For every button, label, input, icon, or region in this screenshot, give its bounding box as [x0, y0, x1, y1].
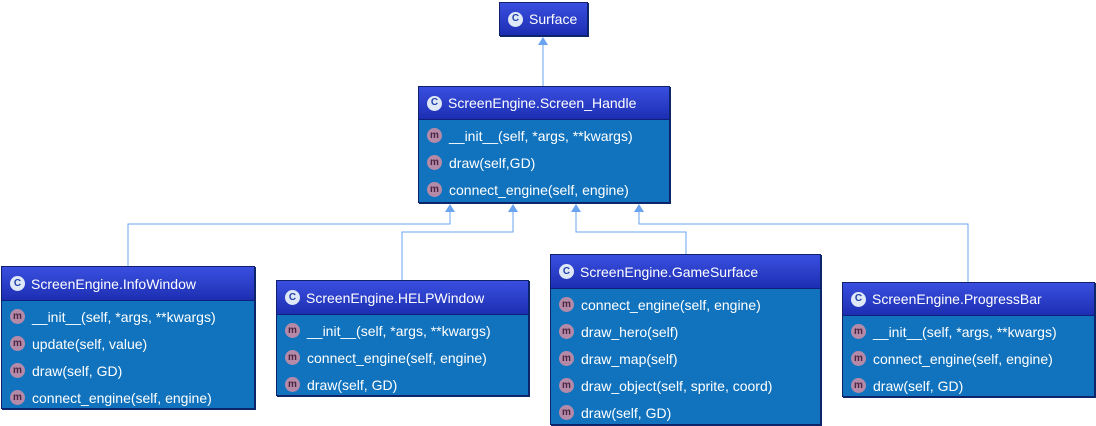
method-icon: m [285, 323, 300, 338]
class-icon: C [285, 290, 300, 305]
class-icon: C [427, 95, 442, 111]
edge-info-window-to-screen-handle [127, 212, 451, 266]
edge-help-window-to-screen-handle [401, 212, 514, 280]
class-title: ScreenEngine.ProgressBar [872, 291, 1042, 307]
method-icon: m [559, 405, 574, 420]
method-item[interactable]: m __init__(self, *args, **kwargs) [843, 318, 1094, 345]
method-item[interactable]: m draw(self, GD) [277, 371, 528, 398]
method-item[interactable]: m __init__(self, *args, **kwargs) [277, 317, 528, 344]
method-signature: draw_hero(self) [581, 323, 679, 340]
class-surface[interactable]: C Surface [499, 2, 588, 36]
method-item[interactable]: m update(self, value) [2, 330, 254, 357]
method-signature: __init__(self, *args, **kwargs) [873, 323, 1057, 340]
method-item[interactable]: m connect_engine(self, engine) [843, 345, 1094, 372]
method-icon: m [10, 336, 25, 351]
class-progress-bar[interactable]: C ScreenEngine.ProgressBar m __init__(sel… [842, 282, 1095, 397]
method-signature: connect_engine(self, engine) [32, 389, 212, 406]
method-signature: draw_map(self) [581, 350, 678, 367]
method-signature: connect_engine(self, engine) [449, 181, 629, 198]
method-icon: m [851, 351, 866, 366]
method-icon: m [559, 378, 574, 393]
class-help-window[interactable]: C ScreenEngine.HELPWindow m __init__(self… [276, 280, 529, 396]
method-item[interactable]: m draw_object(self, sprite, coord) [551, 372, 820, 399]
class-title: ScreenEngine.InfoWindow [31, 275, 196, 292]
class-game-surface[interactable]: C ScreenEngine.GameSurface m connect_engi… [550, 254, 821, 425]
inheritance-arrowhead [508, 204, 518, 212]
method-item[interactable]: m connect_engine(self, engine) [277, 344, 528, 371]
method-item[interactable]: m connect_engine(self, engine) [419, 176, 669, 203]
method-signature: __init__(self, *args, **kwargs) [32, 308, 216, 325]
method-signature: connect_engine(self, engine) [873, 350, 1053, 367]
class-title: ScreenEngine.Screen_Handle [448, 95, 637, 111]
method-icon: m [851, 324, 866, 339]
method-list: m connect_engine(self, engine) m draw_hero… [551, 289, 820, 426]
method-item[interactable]: m draw_hero(self) [551, 318, 820, 345]
method-icon: m [10, 390, 25, 405]
inheritance-arrowhead [445, 204, 455, 212]
method-signature: draw(self, GD) [581, 404, 672, 421]
method-signature: draw(self, GD) [32, 362, 123, 379]
class-header: C Surface [500, 3, 587, 35]
class-header: C ScreenEngine.GameSurface [551, 255, 820, 289]
method-item[interactable]: m draw(self, GD) [551, 399, 820, 426]
method-icon: m [427, 128, 442, 143]
method-signature: draw(self, GD) [307, 376, 398, 393]
class-icon: C [559, 264, 574, 279]
method-item[interactable]: m draw(self, GD) [2, 357, 254, 384]
method-signature: update(self, value) [32, 335, 148, 352]
method-signature: __init__(self, *args, **kwargs) [307, 322, 491, 339]
inheritance-arrowhead [538, 37, 548, 45]
class-header: C ScreenEngine.Screen_Handle [419, 87, 669, 120]
method-item[interactable]: m connect_engine(self, engine) [551, 291, 820, 318]
method-icon: m [851, 378, 866, 393]
method-item[interactable]: m connect_engine(self, engine) [2, 384, 254, 411]
class-title: ScreenEngine.GameSurface [580, 263, 759, 280]
class-title: ScreenEngine.HELPWindow [306, 289, 485, 306]
class-title: Surface [529, 11, 578, 27]
method-icon: m [10, 363, 25, 378]
method-icon: m [559, 324, 574, 339]
method-item[interactable]: m __init__(self, *args, **kwargs) [419, 122, 669, 149]
edge-progress-bar-to-screen-handle [638, 212, 969, 282]
class-header: C ScreenEngine.ProgressBar [843, 283, 1094, 316]
method-signature: __init__(self, *args, **kwargs) [449, 127, 633, 144]
method-icon: m [10, 309, 25, 324]
method-signature: connect_engine(self, engine) [307, 349, 487, 366]
method-icon: m [559, 297, 574, 312]
method-icon: m [427, 155, 442, 170]
method-signature: draw(self,GD) [449, 154, 536, 171]
class-info-window[interactable]: C ScreenEngine.InfoWindow m __init__(self… [1, 266, 255, 409]
method-icon: m [285, 377, 300, 392]
edge-game-surface-to-screen-handle [575, 212, 687, 254]
class-header: C ScreenEngine.HELPWindow [277, 281, 528, 315]
class-icon: C [851, 291, 866, 307]
method-icon: m [559, 351, 574, 366]
method-icon: m [285, 350, 300, 365]
method-item[interactable]: m __init__(self, *args, **kwargs) [2, 303, 254, 330]
class-header: C ScreenEngine.InfoWindow [2, 267, 254, 301]
class-screen-handle[interactable]: C ScreenEngine.Screen_Handle m __init__(s… [418, 86, 670, 203]
method-signature: draw_object(self, sprite, coord) [581, 377, 773, 394]
method-icon: m [427, 182, 442, 197]
inheritance-arrowhead [571, 204, 581, 212]
method-signature: connect_engine(self, engine) [581, 296, 761, 313]
class-icon: C [10, 276, 25, 291]
inheritance-arrowhead [634, 204, 644, 212]
method-list: m __init__(self, *args, **kwargs) m draw(s… [419, 120, 669, 203]
method-item[interactable]: m draw(self, GD) [843, 372, 1094, 399]
method-signature: draw(self, GD) [873, 377, 964, 394]
method-item[interactable]: m draw(self,GD) [419, 149, 669, 176]
method-item[interactable]: m draw_map(self) [551, 345, 820, 372]
class-icon: C [508, 11, 523, 27]
